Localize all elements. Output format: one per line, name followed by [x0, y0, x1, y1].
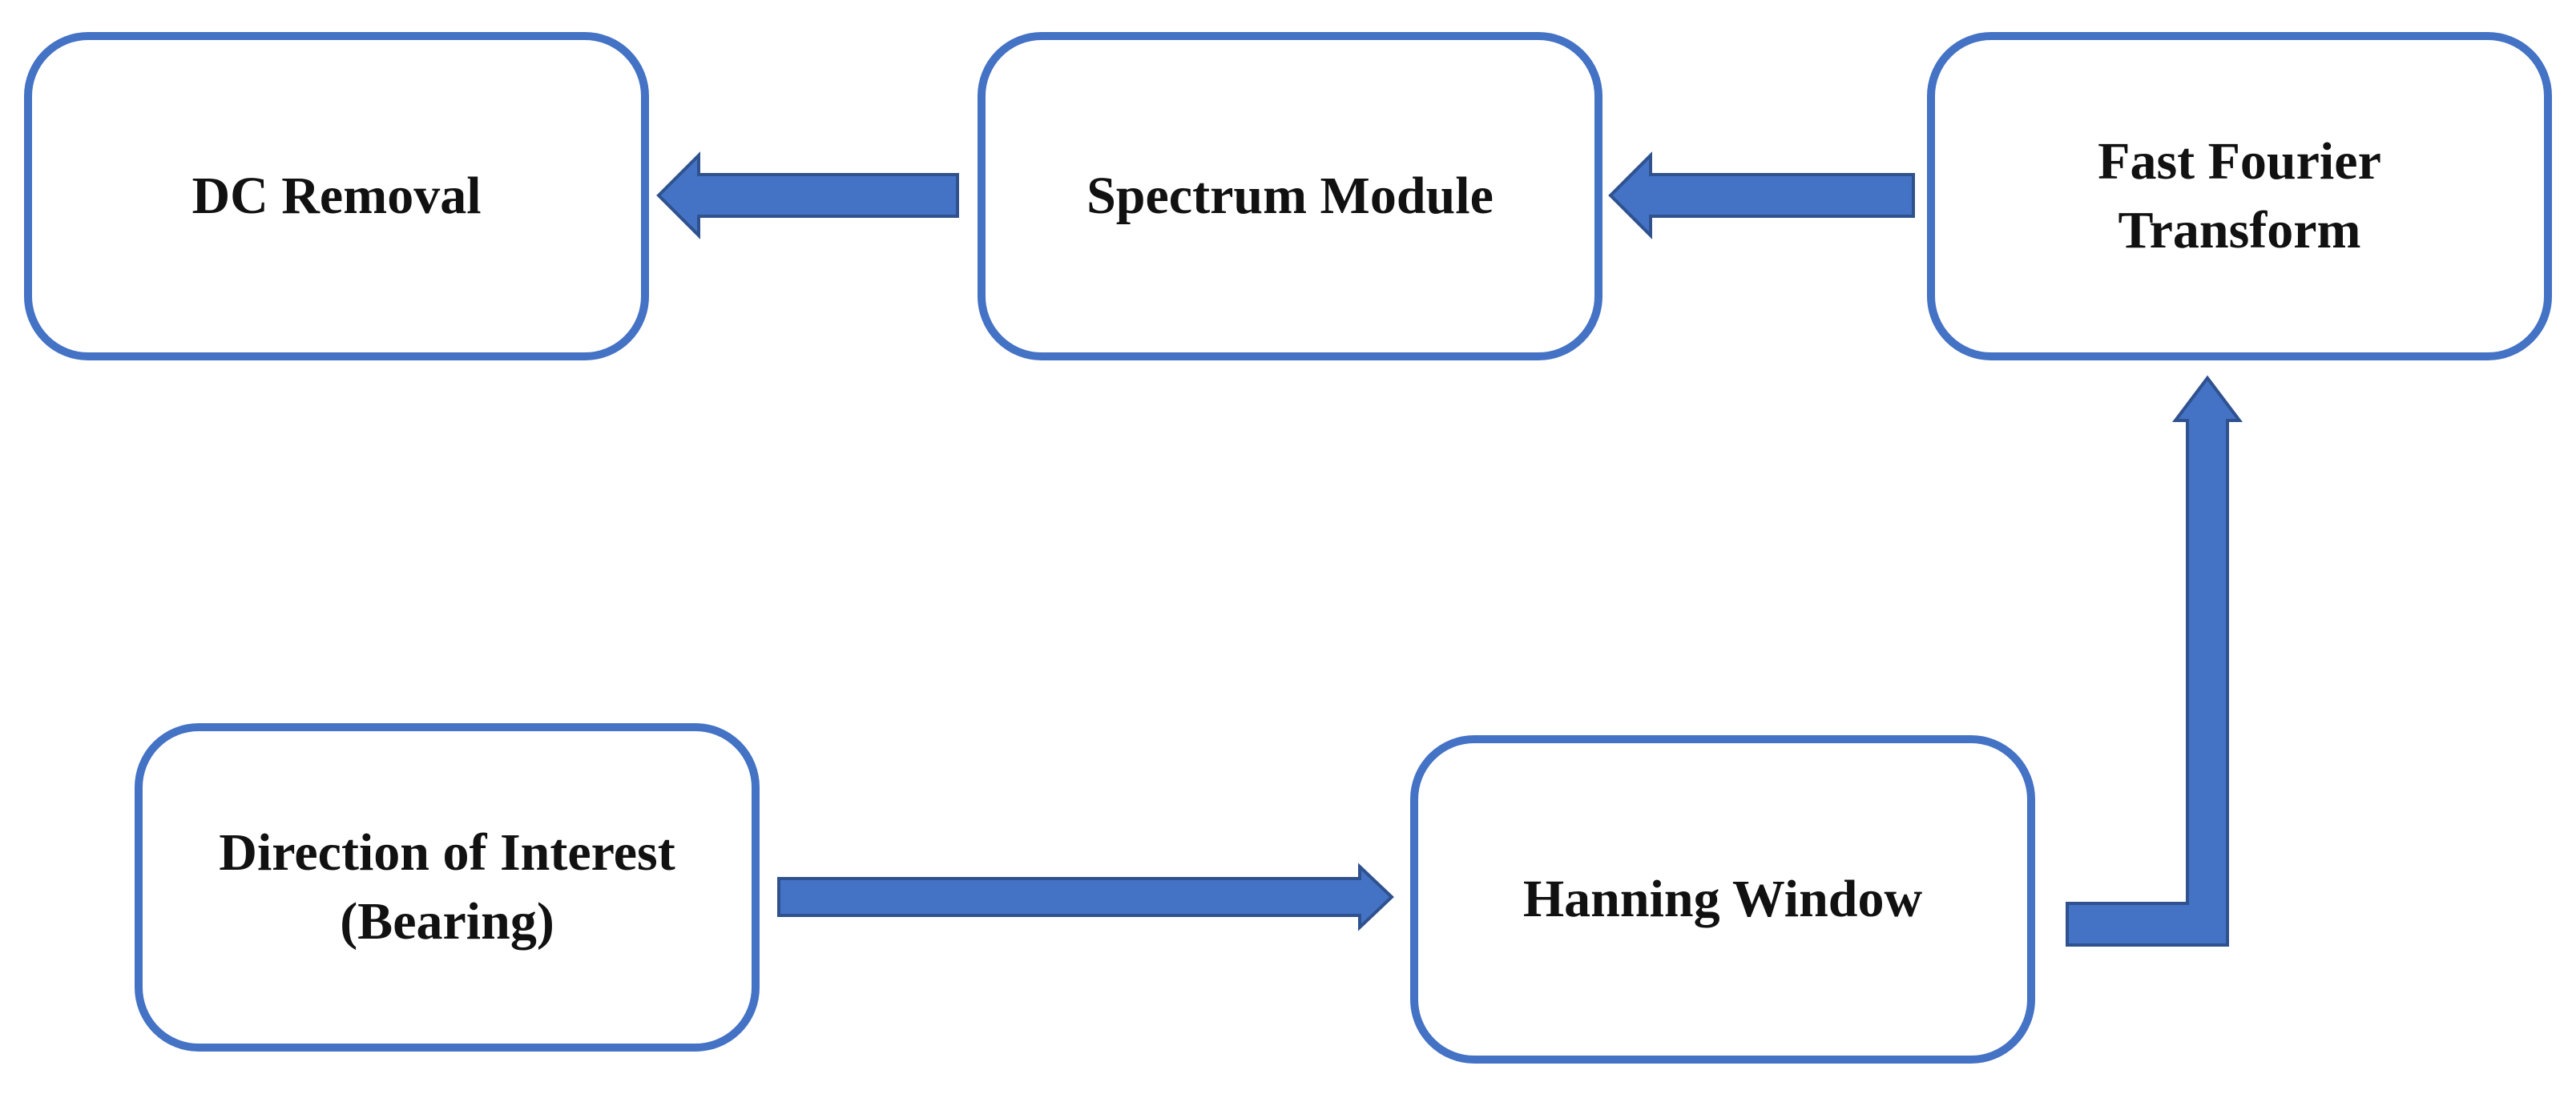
node-direction-of-interest: Direction of Interest (Bearing)	[135, 723, 760, 1052]
node-hanning-window: Hanning Window	[1410, 735, 2035, 1064]
node-fast-fourier-transform: Fast Fourier Transform	[1927, 32, 2552, 360]
arrow-direction-to-hanning	[777, 863, 1394, 931]
node-spectrum-module: Spectrum Module	[978, 32, 1602, 360]
node-dc-removal: DC Removal	[24, 32, 649, 360]
node-direction-label: Direction of Interest (Bearing)	[219, 823, 675, 951]
arrow-hanning-to-fft	[2066, 375, 2243, 947]
node-dc-removal-label: DC Removal	[191, 167, 482, 225]
arrow-fft-to-spectrum	[1608, 151, 1915, 239]
node-hanning-label: Hanning Window	[1522, 870, 1923, 928]
node-spectrum-module-label: Spectrum Module	[1086, 167, 1494, 225]
node-fft-label: Fast Fourier Transform	[2098, 132, 2381, 259]
arrow-spectrum-to-dc-removal	[656, 151, 959, 239]
